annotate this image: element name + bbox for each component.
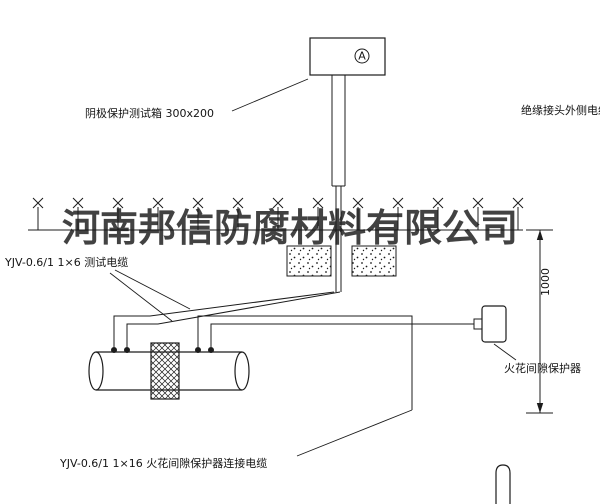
ground-line — [28, 197, 524, 231]
label-test-cable: YJV-0.6/1 1×6 测试电缆 — [4, 256, 128, 269]
label-spark-gap-protector: 火花间隙保护器 — [504, 361, 581, 375]
ammeter-letter: A — [358, 50, 366, 63]
label-spark-gap-cable: YJV-0.6/1 1×16 火花间隙保护器连接电缆 — [59, 456, 267, 470]
dimension-1000: 1000 — [526, 229, 553, 414]
test-cable-line-2 — [126, 291, 341, 347]
leader-test-cable-2 — [109, 272, 173, 322]
foundation-block-right — [351, 245, 397, 277]
dim-text-1000: 1000 — [539, 268, 552, 296]
leader-lines — [109, 78, 517, 457]
cables — [113, 291, 480, 410]
label-test-box: 阴极保护测试箱 300x200 — [85, 106, 214, 120]
dim-arrow-top — [536, 230, 544, 240]
pipe-end-right — [234, 351, 250, 391]
cable-connection-dot — [124, 347, 130, 353]
leader-test-cable-1 — [114, 269, 191, 310]
cable-connection-dots — [111, 347, 214, 353]
cable-connection-dot — [195, 347, 201, 353]
riser-conduit — [331, 75, 346, 292]
dim-arrow-bottom — [536, 403, 544, 413]
label-insulated-joint-cable: 绝缘接头外侧电缆 — [521, 103, 600, 117]
foundation-block-left — [286, 245, 332, 277]
cable-connection-dot — [111, 347, 117, 353]
leader-protector — [493, 343, 517, 361]
test-box: A — [309, 37, 386, 76]
cable-connection-dot — [208, 347, 214, 353]
pipe-end-left — [88, 351, 104, 391]
ammeter-icon — [354, 48, 370, 64]
protector-cable-line-2 — [210, 323, 480, 347]
riser-symbol — [495, 464, 511, 504]
leader-test-box — [231, 78, 309, 112]
insulating-joint — [150, 342, 180, 400]
leader-spark-cable — [296, 409, 413, 457]
ground-hatch-marks — [32, 197, 524, 231]
spark-gap-protector — [473, 305, 507, 343]
test-cable-line-1 — [113, 291, 335, 347]
protector-cable-line-1 — [197, 315, 413, 410]
